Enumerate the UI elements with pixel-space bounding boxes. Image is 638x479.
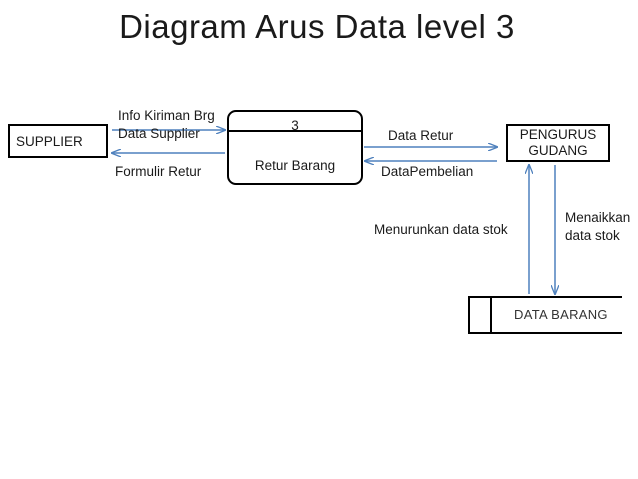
data-store-data-barang: DATA BARANG xyxy=(468,296,622,334)
supplier-label: SUPPLIER xyxy=(16,133,83,149)
process-divider xyxy=(229,130,361,132)
supplier-entity: SUPPLIER xyxy=(8,124,108,158)
flow-label-menaikkan-line2: data stok xyxy=(565,228,620,243)
flow-label-data-pembelian: DataPembelian xyxy=(381,164,474,179)
process-name: Retur Barang xyxy=(254,158,336,173)
pengurus-label-line1: PENGURUS xyxy=(519,127,597,142)
data-store-divider xyxy=(490,298,492,332)
pengurus-gudang-entity: PENGURUS GUDANG xyxy=(506,124,610,162)
flow-label-formulir-retur: Formulir Retur xyxy=(115,164,202,179)
diagram-title: Diagram Arus Data level 3 xyxy=(119,8,515,45)
flow-label-menaikkan-line1: Menaikkan xyxy=(565,210,631,225)
process-retur-barang: 3 Retur Barang xyxy=(227,110,363,185)
flow-label-data-retur: Data Retur xyxy=(388,128,454,143)
flow-label-info-kiriman: Info Kiriman Brg xyxy=(118,108,215,123)
process-number: 3 xyxy=(291,118,299,133)
flow-label-menurunkan: Menurunkan data stok xyxy=(374,222,508,237)
pengurus-label-line2: GUDANG xyxy=(528,143,588,158)
data-store-label: DATA BARANG xyxy=(514,307,608,322)
flow-label-data-supplier: Data Supplier xyxy=(118,126,200,141)
